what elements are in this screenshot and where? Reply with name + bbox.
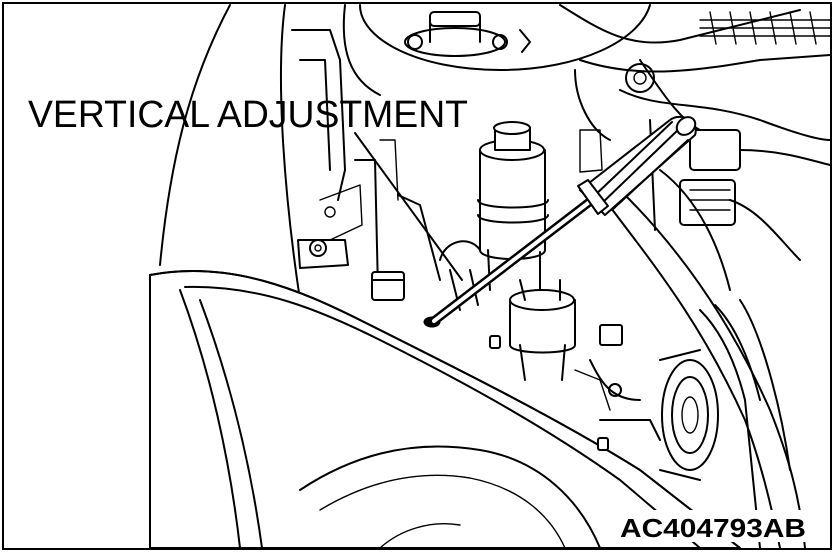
engine-bay-background bbox=[159, 4, 831, 549]
figure-id: AC404793AB bbox=[620, 513, 806, 543]
screwdriver bbox=[429, 115, 697, 326]
callout-label: VERTICAL ADJUSTMENT bbox=[28, 94, 468, 136]
figure-id-background bbox=[618, 510, 810, 542]
callout-leader-line bbox=[354, 132, 463, 281]
headlamp-assembly bbox=[149, 270, 741, 549]
